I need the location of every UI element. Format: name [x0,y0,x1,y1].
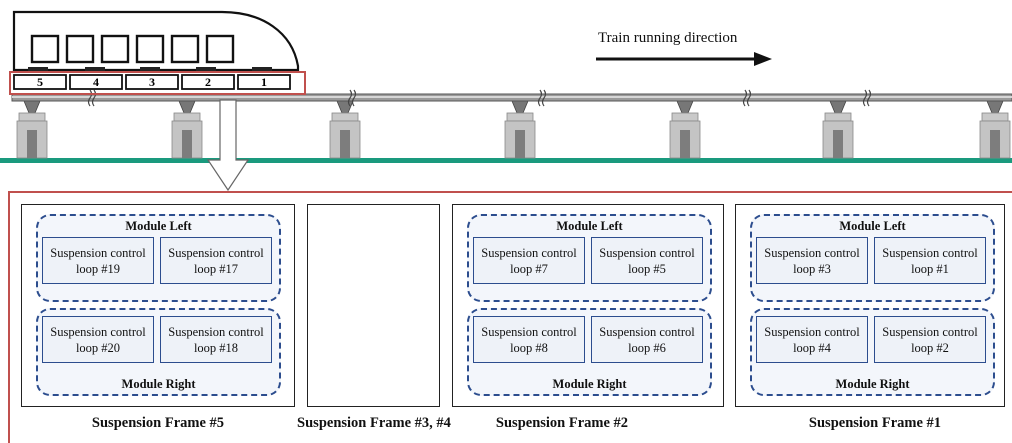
guideway-pillar [979,100,1011,159]
train-window [65,34,95,64]
module-right-title: Module Right [552,377,627,391]
caption-frame-1: Suspension Frame #1 [808,415,942,431]
frame-number: 3 [149,75,155,89]
module-right: Suspension control loop #20 Suspension c… [36,308,281,396]
suspension-frame-3-4 [307,204,440,407]
frame-number: 2 [205,75,211,89]
train-body [12,10,300,72]
guideway-pillar [504,100,536,159]
highlight-box [9,71,306,95]
module-left-title: Module Left [125,219,192,233]
module-right: Suspension control loop #8 Suspension co… [467,308,712,396]
beam-break [537,89,543,107]
suspension-control-loop-3: Suspension control loop #3 [756,237,868,284]
train-window [170,34,200,64]
suspension-control-loop-7: Suspension control loop #7 [473,237,585,284]
beam-break [862,89,868,107]
zoom-arrow [206,99,250,192]
frame-cell [181,74,235,90]
module-right-title: Module Right [835,377,910,391]
suspension-control-loop-19: Suspension control loop #19 [42,237,154,284]
module-left: Module Left Suspension control loop #19 … [36,214,281,302]
suspension-control-loop-17: Suspension control loop #17 [160,237,272,284]
suspension-control-loop-5: Suspension control loop #5 [591,237,703,284]
frame-number: 1 [261,75,267,89]
frame-number: 4 [93,75,99,89]
caption-frame-2: Suspension Frame #2 [495,415,629,431]
suspension-control-loop-1: Suspension control loop #1 [874,237,986,284]
guideway-pillar [329,100,361,159]
guideway-pillar [669,100,701,159]
pillars [16,100,1011,159]
bogie-pad [28,67,48,72]
module-left: Module Left Suspension control loop #3 S… [750,214,995,302]
module-left: Module Left Suspension control loop #7 S… [467,214,712,302]
guideway-pillar [171,100,203,159]
suspension-control-loop-8: Suspension control loop #8 [473,316,585,363]
module-left-title: Module Left [839,219,906,233]
direction-label: Train running direction [598,30,738,46]
beam-break [347,89,353,107]
caption-frame-5: Suspension Frame #5 [91,415,225,431]
caption-frame-3-4: Suspension Frame #3, #4 [297,415,451,431]
suspension-control-loop-4: Suspension control loop #4 [756,316,868,363]
guideway-pillar [822,100,854,159]
beam-break [742,89,748,107]
module-right: Suspension control loop #4 Suspension co… [750,308,995,396]
suspension-control-loop-6: Suspension control loop #6 [591,316,703,363]
suspension-control-loop-20: Suspension control loop #20 [42,316,154,363]
detail-border [8,191,1012,443]
train-window [135,34,165,64]
train-window [100,34,130,64]
suspension-frame-1: Module Left Suspension control loop #3 S… [735,204,1005,407]
bogie-pad [252,67,272,72]
train-window [205,34,235,64]
ground-line [0,158,1012,163]
frame-cell [125,74,179,90]
guideway-pillar [16,100,48,159]
train-window [30,34,60,64]
frame-number: 5 [37,75,43,89]
frame-cell [13,74,67,90]
bogie-pad [140,67,160,72]
bogie-pad [85,67,105,72]
module-right-title: Module Right [121,377,196,391]
module-left-title: Module Left [556,219,623,233]
suspension-frame-2: Module Left Suspension control loop #7 S… [452,204,724,407]
beam-break [87,89,93,107]
suspension-control-loop-18: Suspension control loop #18 [160,316,272,363]
frame-cell [237,74,291,90]
bogie-pad [196,67,216,72]
guideway-beam [11,89,1012,107]
direction-arrow [596,52,772,66]
suspension-control-loop-2: Suspension control loop #2 [874,316,986,363]
frame-cell [69,74,123,90]
suspension-frame-5: Module Left Suspension control loop #19 … [21,204,295,407]
suspension-frame-strip: 5 4 3 2 1 [13,74,291,90]
